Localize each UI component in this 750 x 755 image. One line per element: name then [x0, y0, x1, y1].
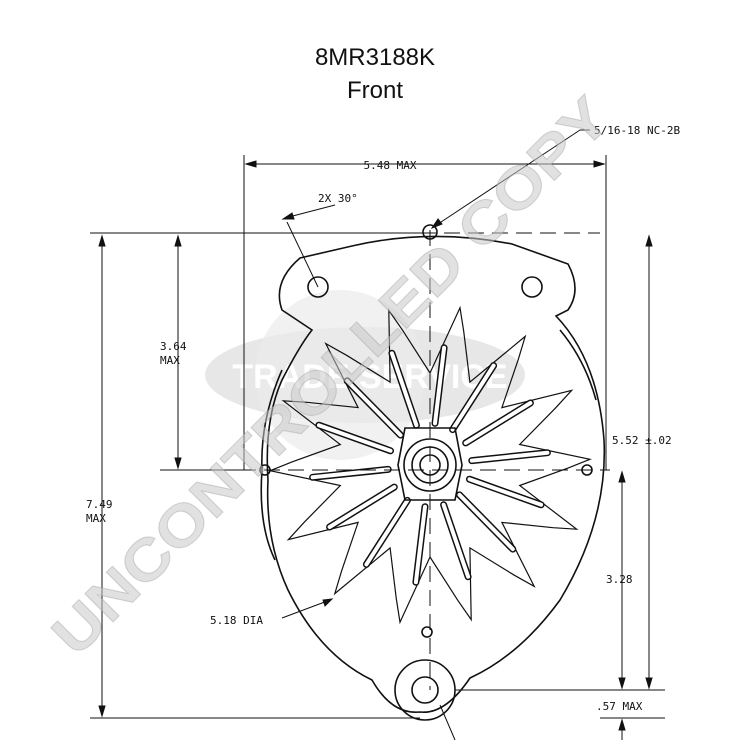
fan-slot-inner	[310, 467, 391, 480]
fan-slot-inner	[469, 450, 550, 463]
pulley-hub	[397, 427, 463, 501]
angle-label: 2X 30°	[318, 192, 358, 205]
fan-slot-inner	[463, 401, 533, 445]
thread-label: 5/16-18 NC-2B	[594, 124, 680, 137]
fan-slot-inner	[345, 378, 403, 438]
bottom-offset-label: .57 MAX	[596, 700, 643, 713]
diameter-label: 5.18 DIA	[210, 614, 263, 627]
uncontrolled-copy-watermark: UNCONTROLLED COPY	[40, 85, 623, 668]
fan-slot-inner	[316, 423, 393, 453]
fan-slot-inner	[457, 492, 515, 552]
drawing-title: 8MR3188K	[314, 44, 436, 71]
fan-slot-inner	[364, 498, 410, 567]
fan-slot-inner	[413, 504, 427, 585]
fan-slot-inner	[450, 363, 496, 432]
dimension-labels: 5.48 MAX 5/16-18 NC-2B 2X 30° 3.64 MAX 7…	[86, 124, 680, 713]
upper-height-note: MAX	[160, 354, 180, 367]
center-lines	[240, 230, 610, 690]
mount-span-label: 5.52 ±.02	[612, 434, 672, 447]
view-label: Front	[346, 77, 403, 104]
fan-slot-inner	[441, 502, 471, 579]
fan-slot-inner	[467, 477, 544, 507]
lower-height-label: 3.28	[606, 573, 633, 586]
upper-height-label: 3.64	[160, 340, 187, 353]
dimension-lines	[90, 129, 665, 741]
fan-slot-inner	[327, 485, 397, 529]
overall-width-label: 5.48 MAX	[364, 159, 417, 172]
overall-height-label: 7.49	[86, 498, 113, 511]
housing-outline	[260, 235, 606, 713]
overall-height-note: MAX	[86, 512, 106, 525]
fan-slot-inner	[389, 351, 419, 428]
fan-slot-inner	[433, 345, 447, 426]
cooling-fan	[268, 305, 592, 625]
